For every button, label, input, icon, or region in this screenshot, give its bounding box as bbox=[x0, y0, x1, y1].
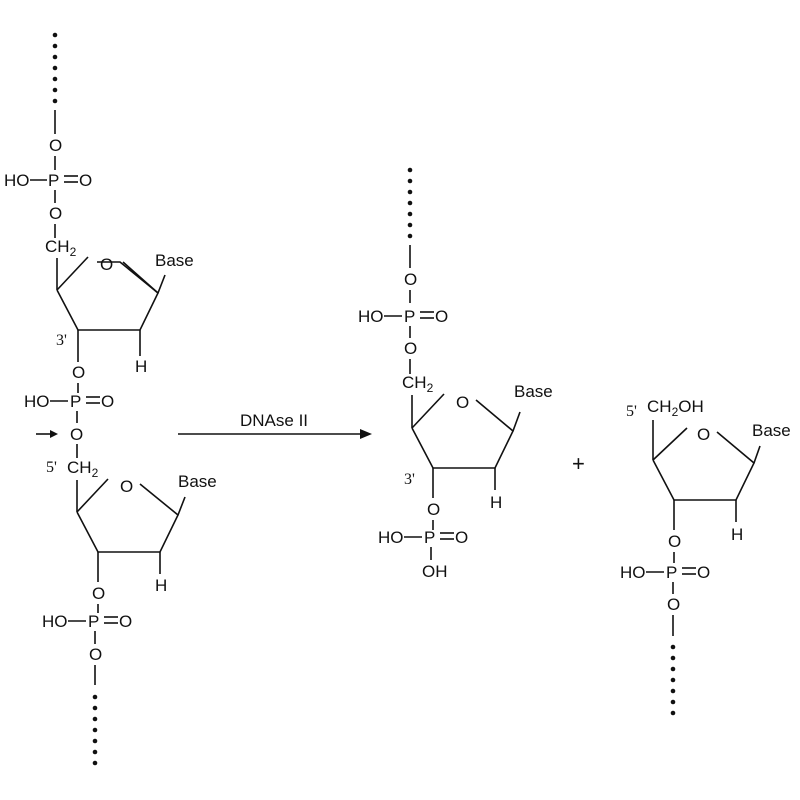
atom-o: O bbox=[404, 339, 417, 358]
prime-3-label: 3' bbox=[404, 471, 415, 488]
atom-o-double: O bbox=[435, 307, 448, 326]
hydrogen: H bbox=[731, 525, 743, 544]
cleavage-site-arrow bbox=[36, 430, 58, 438]
reaction-arrow: DNAse II bbox=[178, 411, 372, 439]
atom-o: O bbox=[668, 532, 681, 551]
atom-o: O bbox=[49, 136, 62, 155]
atom-o: O bbox=[92, 584, 105, 603]
atom-ho: HO bbox=[378, 528, 404, 547]
atom-o: O bbox=[667, 595, 680, 614]
atom-o: O bbox=[427, 500, 440, 519]
prime-3-label: 3' bbox=[56, 332, 67, 349]
base-label: Base bbox=[155, 251, 194, 270]
atom-o-double: O bbox=[119, 612, 132, 631]
atom-o: O bbox=[72, 363, 85, 382]
chain-continuation-dots-bottom bbox=[670, 644, 676, 716]
product-3-phosphate: O HO P O O CH2 O Base H 3' O HO P O OH bbox=[358, 167, 553, 581]
group-ch2oh: CH2OH bbox=[647, 397, 704, 419]
atom-o-double: O bbox=[79, 171, 92, 190]
prime-5-label: 5' bbox=[626, 403, 637, 420]
base-label: Base bbox=[178, 472, 217, 491]
group-ch2: CH2 bbox=[402, 373, 434, 395]
substrate-strand: O HO P O O CH2 O Base H 3' O HO P O bbox=[4, 32, 217, 766]
plus-sign: + bbox=[572, 451, 585, 476]
prime-5-label: 5' bbox=[46, 459, 57, 476]
ring-oxygen: O bbox=[456, 393, 469, 412]
atom-p: P bbox=[88, 612, 99, 631]
atom-p: P bbox=[666, 563, 677, 582]
atom-p: P bbox=[424, 528, 435, 547]
hydrogen: H bbox=[155, 576, 167, 595]
chain-continuation-dots-top bbox=[52, 32, 58, 104]
atom-o-double: O bbox=[455, 528, 468, 547]
atom-o-double: O bbox=[101, 392, 114, 411]
atom-o: O bbox=[49, 204, 62, 223]
atom-o-double: O bbox=[697, 563, 710, 582]
base-label: Base bbox=[514, 382, 553, 401]
group-ch2: CH2 bbox=[67, 458, 99, 480]
hydrogen: H bbox=[135, 357, 147, 376]
group-ch2: CH2 bbox=[45, 237, 77, 259]
chain-continuation-dots-bottom bbox=[92, 694, 98, 766]
atom-o: O bbox=[70, 425, 83, 444]
chain-continuation-dots-top bbox=[407, 167, 413, 239]
terminal-oh: OH bbox=[422, 562, 448, 581]
atom-ho: HO bbox=[620, 563, 646, 582]
atom-ho: HO bbox=[42, 612, 68, 631]
atom-o: O bbox=[89, 645, 102, 664]
ring-oxygen: O bbox=[120, 477, 133, 496]
atom-p: P bbox=[70, 392, 81, 411]
base-label: Base bbox=[752, 421, 791, 440]
atom-p: P bbox=[404, 307, 415, 326]
atom-ho: HO bbox=[24, 392, 50, 411]
product-5-hydroxyl: 5' CH2OH O Base H O HO P O O bbox=[620, 397, 791, 716]
atom-o: O bbox=[404, 270, 417, 289]
ring-oxygen: O bbox=[697, 425, 710, 444]
enzyme-label: DNAse II bbox=[240, 411, 308, 430]
atom-ho: HO bbox=[4, 171, 30, 190]
hydrogen: H bbox=[490, 493, 502, 512]
atom-ho: HO bbox=[358, 307, 384, 326]
ring-oxygen: O bbox=[100, 255, 113, 274]
sugar-ring bbox=[56, 261, 159, 331]
atom-p: P bbox=[48, 171, 59, 190]
